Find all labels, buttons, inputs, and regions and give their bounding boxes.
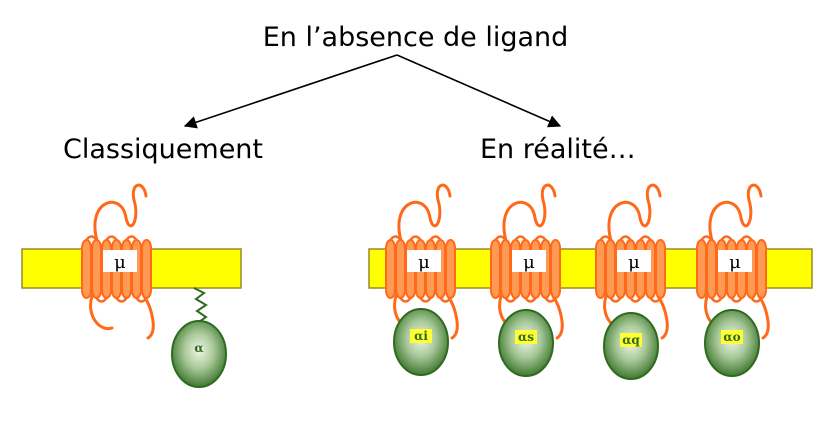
helix-loop [599,235,612,241]
g-protein-label-highlight [410,329,432,343]
g-protein-label: αi [414,329,428,343]
mu-receptor: μ [81,183,155,340]
transmembrane-helix [395,239,406,299]
receptor-label-box [512,250,546,272]
helix-loop [389,235,402,241]
helix-loop [429,235,442,241]
receptor-extracellular-loop [93,183,148,246]
linker-zigzag [193,287,208,323]
g-protein-label: αq [622,333,640,347]
receptor-label-box [407,250,441,272]
transmembrane-helix [81,239,92,299]
receptor-extracellular-loop [397,183,452,246]
receptor-extracellular-loop [607,183,662,246]
transmembrane-helix [696,239,707,299]
receptor-label: μ [114,252,126,273]
helix-loop [730,297,743,303]
arrow-to-left [183,54,398,129]
helix-loop [740,235,753,241]
receptor-label: μ [729,252,741,273]
g-protein-body [171,320,227,388]
receptor-label: μ [418,252,430,273]
helix-loop [85,235,98,241]
g-protein-alpha: αo [704,309,760,377]
helix-loop [409,235,422,241]
receptor-label-box [103,250,137,272]
helix-loop [494,235,507,241]
g-protein-alpha: αq [603,312,659,380]
helix-loop [619,235,632,241]
transmembrane-helix [605,239,616,299]
helix-loop [629,297,642,303]
transmembrane-helix [445,239,456,299]
receptor-label: μ [523,252,535,273]
mu-receptor: μ [595,183,669,340]
helix-loop [504,297,517,303]
helix-loop [609,297,622,303]
receptor-label: μ [628,252,640,273]
helix-loop [544,297,557,303]
transmembrane-helix [550,239,561,299]
helix-loop [105,235,118,241]
receptor-label-box [617,250,651,272]
g-protein-alpha: αi [393,308,449,376]
left-branch-label: Classiquement [63,134,264,165]
helix-loop [524,297,537,303]
helix-loop [720,235,733,241]
arrow-to-right [396,54,562,128]
g-protein-label: αs [518,330,534,344]
g-protein-label-highlight [515,330,537,344]
transmembrane-helix [595,239,606,299]
transmembrane-helix [756,239,767,299]
helix-loop [649,297,662,303]
helix-loop [419,297,432,303]
helix-loop [700,235,713,241]
g-protein-alpha: α [171,320,227,388]
receptor-extracellular-loop [502,183,557,246]
helix-loop [115,297,128,303]
g-protein-label-highlight [721,330,743,344]
helix-loop [95,297,108,303]
g-protein-alpha: αs [498,309,554,377]
helix-loop [135,297,148,303]
g-protein-label: αo [723,330,740,344]
transmembrane-helix [91,239,102,299]
transmembrane-helix [655,239,666,299]
helix-loop [514,235,527,241]
mu-receptor: μ [490,183,564,340]
transmembrane-helix [500,239,511,299]
transmembrane-helix [490,239,501,299]
helix-loop [639,235,652,241]
receptor-label-box [718,250,752,272]
transmembrane-helix [141,239,152,299]
receptor-extracellular-loop [708,183,763,246]
helix-loop [710,297,723,303]
transmembrane-helix [385,239,396,299]
helix-loop [439,297,452,303]
diagram-title: En l’absence de ligand [262,22,569,53]
helix-loop [534,235,547,241]
mu-receptor: μ [696,183,770,340]
g-protein-label: α [194,341,203,355]
g-protein-label-highlight [620,333,642,347]
transmembrane-helix [706,239,717,299]
right-branch-label: En réalité… [480,134,636,165]
helix-loop [125,235,138,241]
helix-loop [750,297,763,303]
helix-loop [399,297,412,303]
